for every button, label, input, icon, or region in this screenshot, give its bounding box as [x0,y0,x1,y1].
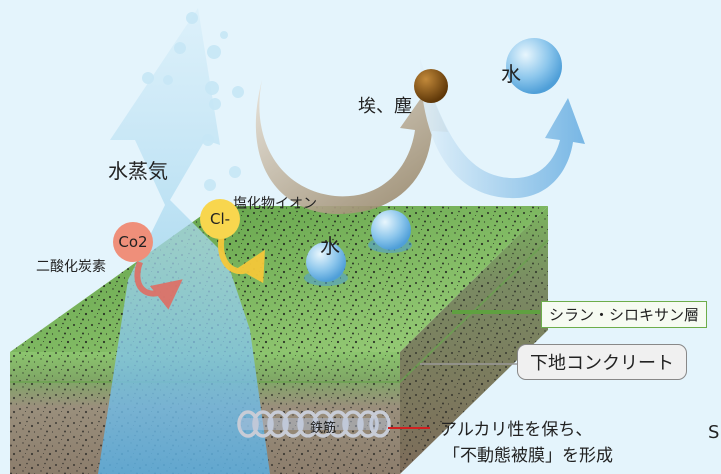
carbon-dioxide-label: 二酸化炭素 [36,259,106,275]
chloride-symbol: Cl- [209,210,231,228]
dust-label: 埃、塵 [358,96,412,117]
co2-molecule: Co2 [113,222,153,262]
chloride-ion-label: 塩化物イオン [233,196,317,212]
vapor-bubbles [142,12,244,191]
co2-bounce-arrow [134,260,183,310]
edge-letter: S [708,422,720,443]
water-vapor-label: 水蒸気 [108,159,168,183]
water-vapor-arrow [98,8,270,474]
chloride-molecule: Cl- [200,199,240,239]
rebar-label: 鉄筋 [310,421,337,436]
alkaline-note-line2: 「不動態被膜」を形成 [443,446,613,466]
water-drop-surface-1 [306,242,346,282]
dust-particle [414,69,448,103]
dust-arrow [255,80,448,215]
water-top-label: 水 [501,62,521,86]
water-deflect-arrow [420,58,585,199]
rebar [237,410,391,438]
water-drop-top [506,38,562,94]
silane-layer-callout: シラン・シロキサン層 [541,301,708,328]
alkaline-note-line1: アルカリ性を保ち、 [440,420,593,440]
water-drop-surface-2 [371,210,411,250]
water-surface-label: 水 [320,234,340,258]
co2-symbol: Co2 [118,233,148,251]
base-concrete-callout: 下地コンクリート [517,344,687,380]
chloride-bounce-arrow [217,234,265,284]
